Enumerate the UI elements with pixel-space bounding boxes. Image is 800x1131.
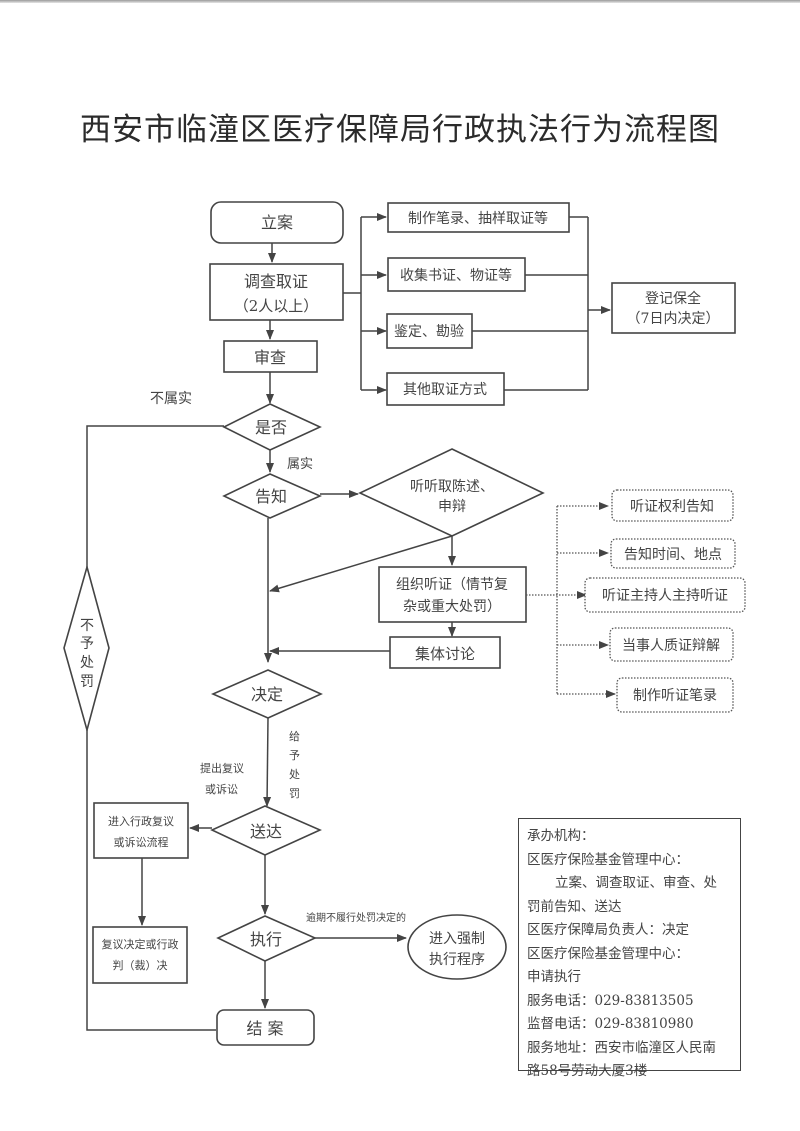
arrow-statement-to-mainline — [269, 535, 453, 593]
evidence-method-1[interactable]: 制作笔录、抽样取证等 — [387, 202, 570, 233]
info-address-1: 服务地址：西安市临潼区人民南 — [527, 1039, 716, 1056]
node-register-preservation[interactable]: 登记保全 （7日内决定） — [611, 282, 736, 334]
hearing-step-label: 告知时间、地点 — [624, 546, 722, 563]
node-appeal-judgment[interactable]: 复议决定或行政 判（裁）决 — [92, 926, 188, 984]
node-review[interactable]: 审查 — [223, 340, 318, 373]
evidence-merge-connector — [472, 216, 611, 391]
label-impose-penalty-char: 处 — [289, 768, 300, 781]
hearing-step-5[interactable]: 制作听证笔录 — [616, 677, 734, 713]
label-overdue: 逾期不履行处罚决定的 — [306, 911, 406, 924]
info-line: 区医疗保障局负责人：决定 — [527, 922, 689, 938]
decision-execution[interactable]: 执行 — [216, 915, 317, 962]
label-impose-penalty-char: 予 — [289, 749, 300, 762]
info-address-2: 路58号劳动大厦3楼 — [527, 1063, 648, 1079]
page-title: 西安市临潼区医疗保障局行政执法行为流程图 — [80, 112, 720, 148]
label-appeal-1: 提出复议 — [200, 761, 244, 775]
hearing-step-2[interactable]: 告知时间、地点 — [610, 538, 736, 569]
node-organize-hearing[interactable]: 组织听证（情节复 杂或重大处罚） — [378, 566, 527, 623]
label-impose-penalty-char: 罚 — [289, 787, 300, 800]
node-organize-hearing-label-1: 组织听证（情节复 — [396, 576, 508, 593]
node-investigation-label-2: （2人以上） — [234, 297, 319, 315]
node-case-closed-label: 结 案 — [246, 1019, 283, 1038]
node-hear-statement-label-2: 申辩 — [438, 499, 466, 515]
info-line: 承办机构： — [527, 828, 595, 844]
node-appeal-judgment-label-2: 判（裁）决 — [113, 959, 168, 972]
node-review-label: 审查 — [254, 348, 286, 367]
evidence-method-label: 鉴定、勘验 — [394, 324, 464, 340]
path-not-true — [86, 425, 224, 1031]
decision-execution-label: 执行 — [250, 930, 282, 949]
decision-ruling-label: 决定 — [251, 685, 283, 704]
evidence-method-3[interactable]: 鉴定、勘验 — [386, 313, 473, 349]
node-no-penalty[interactable]: 不 予 处 罚 — [63, 564, 110, 734]
label-impose-penalty-char: 给 — [289, 730, 300, 743]
hearing-branch-connector — [526, 502, 616, 698]
info-supervision-phone: 监督电话：029-83810980 — [527, 1016, 694, 1032]
node-organize-hearing-label-2: 杂或重大处罚） — [403, 599, 501, 615]
evidence-method-label: 制作笔录、抽样取证等 — [408, 210, 548, 227]
node-no-penalty-char: 不 — [80, 618, 94, 634]
node-hear-statement-label-1: 听听取陈述、 — [410, 478, 494, 495]
node-appeal-judgment-label-1: 复议决定或行政 — [102, 937, 179, 951]
hearing-step-1[interactable]: 听证权利告知 — [611, 489, 734, 522]
hearing-step-label: 听证权利告知 — [630, 498, 714, 515]
node-case-closed[interactable]: 结 案 — [216, 1009, 315, 1046]
node-hear-statement[interactable]: 听听取陈述、 申辩 — [358, 448, 545, 537]
arrow-ruling-to-delivery — [263, 717, 272, 807]
label-impose-penalty: 给 予 处 罚 — [289, 730, 300, 800]
node-no-penalty-char: 罚 — [80, 674, 94, 690]
node-enforcement-label-2: 执行程序 — [429, 952, 485, 968]
node-register-preservation-label-1: 登记保全 — [645, 290, 701, 307]
node-no-penalty-char: 处 — [80, 655, 94, 671]
hearing-step-label: 当事人质证辩解 — [622, 638, 720, 654]
decision-true-or-not[interactable]: 是否 — [222, 403, 322, 451]
node-case-filing-label: 立案 — [261, 213, 293, 232]
decision-delivery[interactable]: 送达 — [210, 805, 322, 856]
decision-true-or-not-label: 是否 — [255, 418, 287, 437]
node-investigation-label-1: 调查取证 — [244, 272, 308, 291]
evidence-method-2[interactable]: 收集书证、物证等 — [387, 257, 526, 292]
label-appeal-2: 或诉讼 — [205, 783, 238, 796]
info-line: 区医疗保险基金管理中心： — [527, 945, 689, 962]
node-appeal-process-label-1: 进入行政复议 — [108, 814, 174, 828]
node-register-preservation-label-2: （7日内决定） — [627, 311, 720, 327]
info-box-handling-agency: 承办机构： 区医疗保险基金管理中心： 立案、调查取证、审查、处 罚前告知、送达 … — [518, 818, 741, 1079]
node-investigation[interactable]: 调查取证 （2人以上） — [209, 263, 344, 321]
node-case-filing[interactable]: 立案 — [210, 201, 344, 244]
evidence-method-4[interactable]: 其他取证方式 — [386, 372, 505, 406]
decision-ruling[interactable]: 决定 — [210, 669, 323, 719]
page-top-edge — [0, 0, 800, 3]
info-line: 罚前告知、送达 — [527, 898, 622, 915]
hearing-step-label: 听证主持人主持听证 — [602, 588, 728, 604]
node-collective-discussion[interactable]: 集体讨论 — [389, 636, 501, 669]
hearing-step-4[interactable]: 当事人质证辩解 — [609, 627, 734, 662]
decision-notify[interactable]: 告知 — [222, 473, 322, 519]
label-true: 属实 — [287, 457, 313, 472]
node-enforcement[interactable]: 进入强制 执行程序 — [407, 914, 507, 980]
info-line: 申请执行 — [527, 969, 581, 985]
evidence-branch-connector — [343, 213, 387, 394]
evidence-method-label: 其他取证方式 — [403, 382, 487, 398]
label-not-true: 不属实 — [150, 391, 192, 407]
decision-delivery-label: 送达 — [250, 822, 282, 841]
evidence-method-label: 收集书证、物证等 — [400, 267, 512, 284]
decision-notify-label: 告知 — [255, 487, 287, 506]
node-no-penalty-char: 予 — [80, 636, 94, 652]
node-appeal-process-label-2: 或诉讼流程 — [114, 835, 169, 849]
info-line: 区医疗保险基金管理中心： — [527, 851, 689, 868]
hearing-step-label: 制作听证笔录 — [633, 688, 717, 704]
info-line: 立案、调查取证、审查、处 — [555, 875, 717, 891]
info-service-phone: 服务电话：029-83813505 — [527, 992, 694, 1009]
node-enforcement-label-1: 进入强制 — [429, 931, 485, 947]
hearing-step-3[interactable]: 听证主持人主持听证 — [584, 577, 746, 613]
node-collective-discussion-label: 集体讨论 — [415, 645, 475, 663]
node-appeal-process[interactable]: 进入行政复议 或诉讼流程 — [93, 802, 189, 859]
